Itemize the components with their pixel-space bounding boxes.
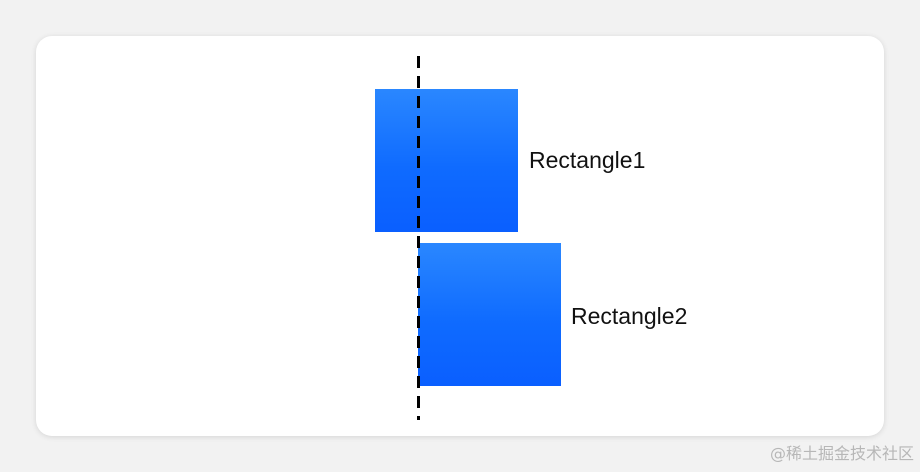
rectangle-1 xyxy=(375,89,518,232)
dashed-alignment-guide xyxy=(417,56,420,420)
rectangle-2-label: Rectangle2 xyxy=(571,303,688,329)
rectangle-2 xyxy=(418,243,561,386)
rectangle-1-label: Rectangle1 xyxy=(529,147,646,173)
watermark: @稀土掘金技术社区 xyxy=(769,444,914,463)
